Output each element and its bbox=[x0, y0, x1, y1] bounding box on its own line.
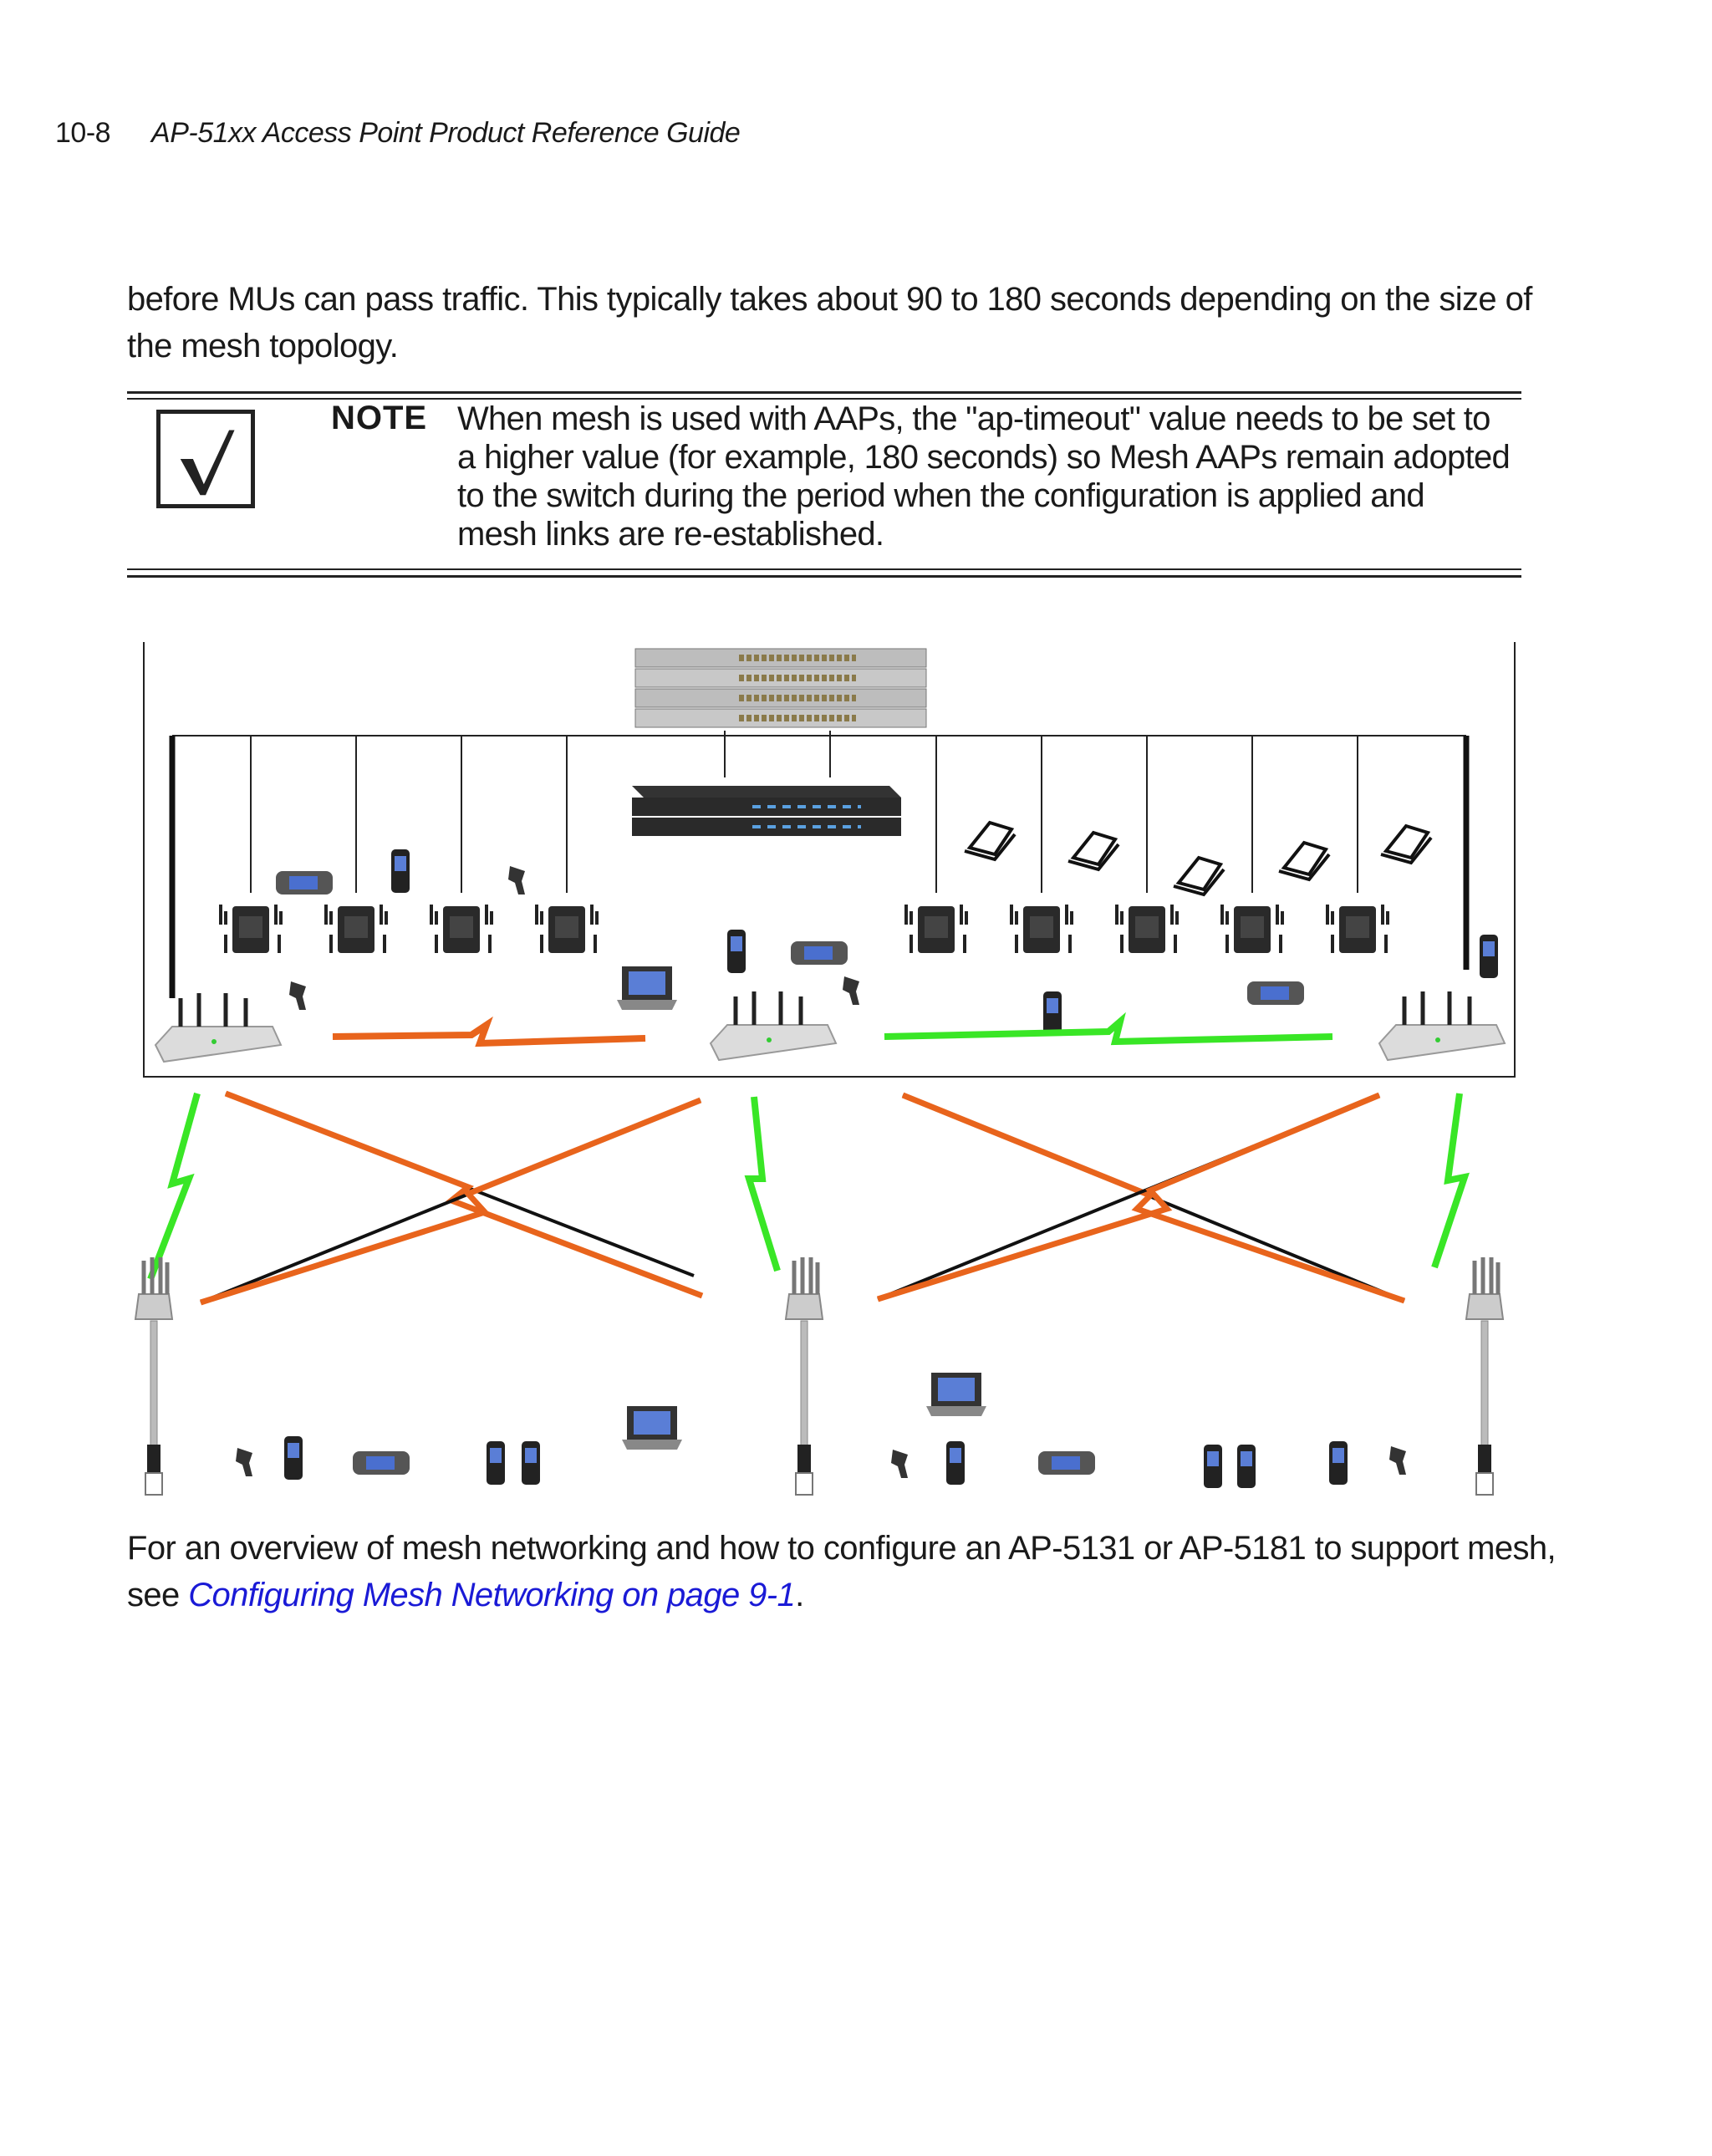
outro-text: For an overview of mesh networking and h… bbox=[127, 1530, 1557, 1613]
access-point-icon bbox=[155, 993, 281, 1062]
checkmark-icon bbox=[156, 410, 255, 508]
note-bottom-rule bbox=[127, 575, 1521, 578]
outro-paragraph: For an overview of mesh networking and h… bbox=[127, 1525, 1565, 1618]
laptop-icon bbox=[963, 821, 1016, 861]
page-number: 10-8 bbox=[55, 117, 111, 149]
note-text: When mesh is used with AAPs, the "ap-tim… bbox=[457, 400, 1511, 553]
controller-icon bbox=[632, 786, 901, 836]
configuring-mesh-link[interactable]: Configuring Mesh Networking on page 9-1 bbox=[188, 1577, 796, 1613]
guide-title: AP-51xx Access Point Product Reference G… bbox=[151, 117, 741, 149]
outro-period: . bbox=[795, 1577, 804, 1613]
note-bottom-rule-inner bbox=[127, 568, 1521, 570]
outdoor-ap-icon bbox=[135, 1257, 172, 1495]
note-top-rule bbox=[127, 391, 1521, 394]
network-switch-icon bbox=[634, 648, 927, 728]
note-label: NOTE bbox=[331, 400, 428, 436]
mobile-computer-icon bbox=[284, 1436, 303, 1480]
note-top-rule-inner bbox=[127, 398, 1521, 400]
scanner-icon bbox=[236, 1448, 252, 1476]
intro-paragraph: before MUs can pass traffic. This typica… bbox=[127, 281, 1532, 364]
mesh-network-diagram bbox=[134, 635, 1521, 1505]
page-header: 10-8 AP-51xx Access Point Product Refere… bbox=[55, 117, 741, 150]
wireless-link-icon bbox=[147, 1092, 201, 1281]
